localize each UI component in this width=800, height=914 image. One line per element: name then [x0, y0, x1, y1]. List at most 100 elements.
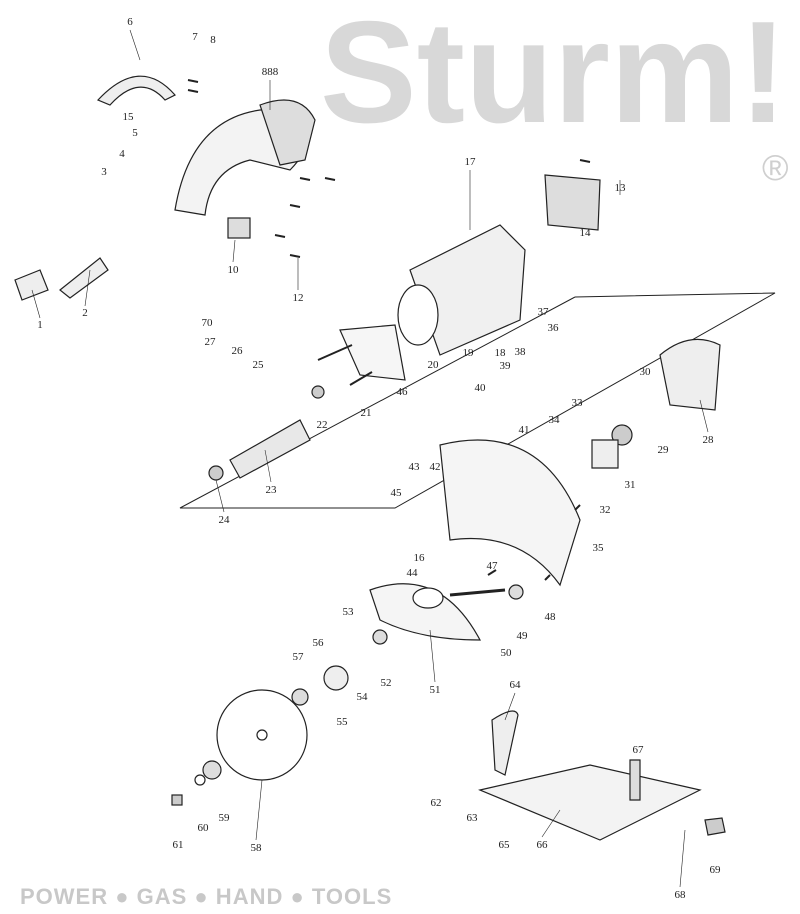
callout-number: 22: [316, 419, 328, 431]
callout-number: 2: [82, 307, 88, 319]
callout-number: 5: [132, 127, 138, 139]
section-boundary: [179, 292, 776, 509]
callout-number: 51: [429, 684, 441, 696]
callout-number: 61: [172, 839, 184, 851]
callout-number: 67: [632, 744, 644, 756]
washer-part: [372, 629, 388, 645]
callout-number: 69: [709, 864, 721, 876]
callout-number: 34: [548, 414, 560, 426]
watermark-brand: Sturm!: [320, 0, 788, 153]
callout-number: 60: [197, 822, 209, 834]
callout-number: 32: [599, 504, 611, 516]
callout-number: 19: [462, 347, 474, 359]
callout-number: 30: [639, 366, 651, 378]
callout-number: 12: [292, 292, 304, 304]
callout-number: 42: [429, 461, 441, 473]
cover-part: [544, 174, 601, 231]
callout-number: 8: [210, 34, 216, 46]
callout-number: 50: [500, 647, 512, 659]
callout-number: 25: [252, 359, 264, 371]
callout-number: 10: [227, 264, 239, 276]
callout-number: 27: [204, 336, 216, 348]
callout-number: 65: [498, 839, 510, 851]
callout-number: 1: [37, 319, 43, 331]
callout-number: 47: [486, 560, 498, 572]
saw-blade: [216, 689, 308, 781]
callout-number: 45: [390, 487, 402, 499]
callout-number: 16: [413, 552, 425, 564]
handle-part: [96, 75, 176, 106]
callout-number: 38: [514, 346, 526, 358]
callout-number: 26: [231, 345, 243, 357]
washer-part: [194, 774, 206, 786]
callout-number: 33: [571, 397, 583, 409]
outer-flange: [202, 760, 222, 780]
callout-number: 68: [674, 889, 686, 901]
callout-number: 36: [547, 322, 559, 334]
callout-number: 17: [464, 156, 476, 168]
cord-guard: [59, 257, 109, 299]
callout-number: 14: [579, 227, 591, 239]
callout-number: 59: [218, 812, 230, 824]
callout-number: 66: [536, 839, 548, 851]
flange-part: [291, 688, 309, 706]
callout-number: 56: [312, 637, 324, 649]
housing-grip: [259, 99, 316, 166]
bolt-part: [171, 794, 183, 806]
armature-part: [229, 419, 311, 479]
callout-number: 62: [430, 797, 442, 809]
switch-part: [227, 217, 251, 239]
callout-number: 53: [342, 606, 354, 618]
washer-part: [508, 584, 524, 600]
callout-number: 57: [292, 651, 304, 663]
callout-number: 24: [218, 514, 230, 526]
leader-lines: [31, 29, 709, 888]
callout-number: 18: [494, 347, 506, 359]
flange-part: [591, 439, 619, 469]
callout-number: 21: [360, 407, 372, 419]
base-plate: [478, 764, 702, 841]
callout-number: 70: [201, 317, 213, 329]
bearing-part: [311, 385, 325, 399]
callout-number: 37: [537, 306, 549, 318]
lower-guard: [369, 583, 482, 641]
callout-number: 43: [408, 461, 420, 473]
callout-number: 29: [657, 444, 669, 456]
callout-number: 40: [474, 382, 486, 394]
callout-number: 20: [427, 359, 439, 371]
motor-ring: [397, 284, 439, 346]
lever-part: [629, 759, 641, 801]
callout-number: 63: [466, 812, 478, 824]
callout-number: 7: [192, 31, 198, 43]
callout-number: 3: [101, 166, 107, 178]
callout-number: 52: [380, 677, 392, 689]
flange-part: [323, 665, 349, 691]
callout-number: 46: [396, 386, 408, 398]
callout-number: 44: [406, 567, 418, 579]
callout-number: 888: [261, 66, 279, 78]
callout-number: 49: [516, 630, 528, 642]
callout-number: 39: [499, 360, 511, 372]
callout-number: 55: [336, 716, 348, 728]
callout-number: 4: [119, 148, 125, 160]
plug-part: [14, 269, 49, 301]
callout-number: 41: [518, 424, 530, 436]
callout-number: 31: [624, 479, 636, 491]
bevel-bracket: [491, 710, 519, 776]
watermark-registered: ®: [762, 147, 789, 188]
watermark-tagline: POWER ● GAS ● HAND ● TOOLS: [20, 884, 393, 909]
callout-number: 58: [250, 842, 262, 854]
knob-part: [704, 817, 726, 836]
upper-guard: [439, 439, 581, 587]
baffle-part: [339, 324, 406, 381]
guard-hub: [412, 587, 444, 609]
spring-part: [449, 588, 506, 597]
motor-housing: [409, 224, 526, 356]
callout-number: 23: [265, 484, 277, 496]
screws: [187, 79, 591, 581]
callout-number: 64: [509, 679, 521, 691]
callout-number: 54: [356, 691, 368, 703]
callout-number: 48: [544, 611, 556, 623]
